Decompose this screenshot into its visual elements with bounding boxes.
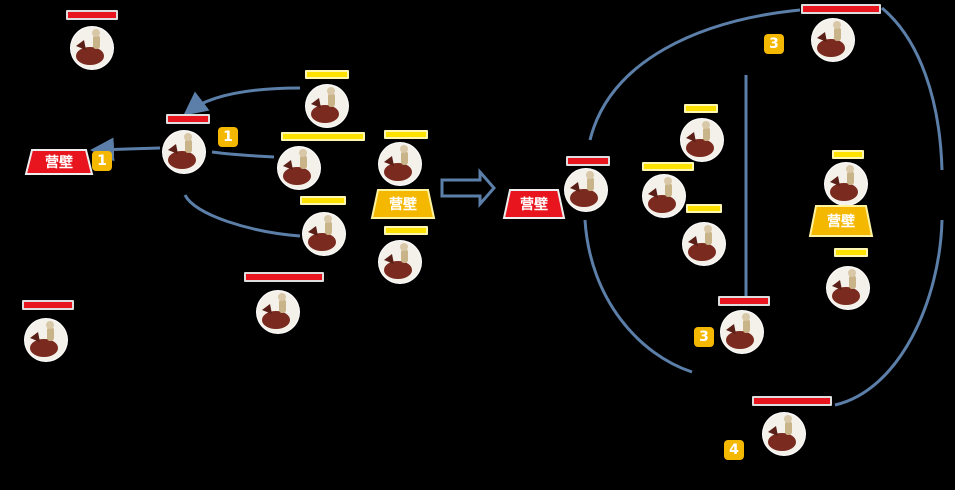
wall-label: 营壁 (389, 197, 417, 213)
ally-unit (642, 162, 696, 218)
ally-unit (300, 196, 348, 258)
step-badge: 1 (92, 151, 112, 171)
encircle-left (583, 219, 693, 374)
horseman-portrait-icon (256, 290, 300, 334)
horseman-portrait-icon (680, 118, 724, 162)
encircle-top-right (881, 6, 944, 171)
ally-unit (680, 104, 724, 162)
step-badge: 1 (218, 127, 238, 147)
ally-unit (305, 70, 351, 128)
ally-unit (277, 132, 367, 192)
enemy-unit (22, 300, 76, 364)
ally-unit (378, 130, 430, 186)
wall-label: 营壁 (45, 155, 73, 171)
horseman-portrait-icon (564, 168, 608, 212)
enemy-unit (564, 156, 612, 212)
horseman-portrait-icon (826, 266, 870, 310)
horseman-portrait-icon (305, 84, 349, 128)
ally-unit (682, 204, 726, 268)
horseman-portrait-icon (24, 318, 68, 362)
encircle-top-left (588, 8, 801, 141)
path-middle (211, 150, 275, 159)
horseman-portrait-icon (378, 142, 422, 186)
horseman-portrait-icon (682, 222, 726, 266)
wall-label: 营壁 (827, 214, 855, 230)
horseman-portrait-icon (162, 130, 206, 174)
horseman-portrait-icon (277, 146, 321, 190)
enemy-unit (801, 4, 883, 64)
double-arrow-icon (440, 168, 496, 208)
step-badge: 4 (724, 440, 744, 460)
ally-unit (378, 226, 430, 286)
enemy-unit (162, 114, 216, 176)
horseman-portrait-icon (70, 26, 114, 70)
ally-wall: 营壁 (808, 204, 874, 238)
ally-wall: 营壁 (370, 188, 436, 220)
horseman-portrait-icon (302, 212, 346, 256)
wall-label: 营壁 (520, 197, 548, 213)
path-lower (183, 194, 301, 238)
enemy-wall: 营壁 (24, 148, 94, 176)
enemy-wall: 营壁 (502, 188, 566, 220)
step-badge: 3 (764, 34, 784, 54)
horseman-portrait-icon (378, 240, 422, 284)
horseman-portrait-icon (720, 310, 764, 354)
horseman-portrait-icon (642, 174, 686, 218)
step-badge: 3 (694, 327, 714, 347)
path-to-wall (90, 137, 161, 162)
enemy-unit (718, 296, 772, 358)
encircle-bottom-right (834, 219, 944, 407)
path-upper (183, 86, 301, 116)
ally-unit (826, 248, 870, 312)
horseman-portrait-icon (824, 162, 868, 206)
enemy-unit (244, 272, 326, 336)
horseman-portrait-icon (762, 412, 806, 456)
horseman-portrait-icon (811, 18, 855, 62)
enemy-unit (66, 10, 120, 72)
enemy-unit (752, 396, 834, 458)
ally-unit (824, 150, 868, 206)
